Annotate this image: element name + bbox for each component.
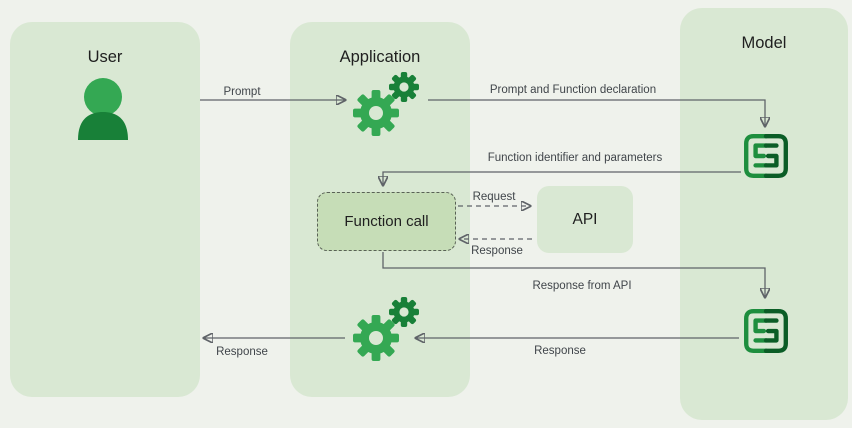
function-call-box: Function call [317, 192, 456, 251]
model-brain-bottom-icon [744, 309, 788, 353]
user-column-title: User [87, 48, 123, 66]
application-column-title: Application [339, 48, 421, 66]
response-from-api-arrow [382, 252, 765, 297]
user-icon [78, 78, 128, 140]
user-response-arrow-label: Response [216, 346, 268, 358]
model-column-title: Model [741, 34, 787, 52]
function-identifier-arrow-label: Function identifier and parameters [487, 152, 663, 164]
application-gears-top-icon [353, 72, 419, 136]
prompt-and-declaration-arrow-label: Prompt and Function declaration [489, 84, 657, 96]
request-arrow-label: Request [472, 191, 516, 203]
function-call-label: Function call [344, 213, 429, 230]
application-gears-bottom-icon [353, 297, 419, 361]
prompt-arrow-label: Prompt [223, 86, 261, 98]
api-response-arrow-label: Response [471, 245, 523, 257]
api-label: API [572, 210, 598, 228]
prompt-and-declaration-arrow [428, 99, 765, 126]
response-from-api-arrow-label: Response from API [532, 280, 632, 292]
model-brain-top-icon [744, 134, 788, 178]
model-response-arrow-label: Response [534, 345, 586, 357]
function-identifier-arrow [383, 171, 741, 185]
api-box: API [537, 186, 633, 253]
